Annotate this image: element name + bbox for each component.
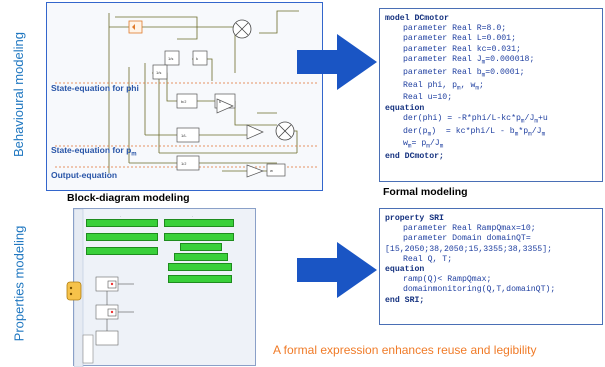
code-line: Real u=10; <box>403 93 453 103</box>
pp-green-block <box>180 243 222 251</box>
code-line: domainmonitoring(Q,T,domainQT); <box>403 285 556 295</box>
properties-wiring <box>74 209 134 367</box>
row-label-behavioural: Behavioural modeling <box>11 31 27 157</box>
code-line: equation <box>385 265 602 275</box>
arrow-right-icon <box>297 34 377 90</box>
label-output-equation: Output-equation <box>51 170 118 180</box>
code-keyword: end DCmotor; <box>385 152 444 162</box>
svg-text:1/s: 1/s <box>168 56 173 61</box>
code-line: equation <box>385 104 602 114</box>
code-line: parameter Real Jm=0.000018; <box>403 54 535 66</box>
code-keyword: model DCmotor <box>385 14 449 23</box>
pp-column-header: . <box>192 213 194 218</box>
code-keyword: end SRI; <box>385 295 425 305</box>
caption-formal-modeling: Formal modeling <box>383 186 468 198</box>
svg-text:k: k <box>196 56 198 61</box>
pp-green-block <box>86 233 158 241</box>
code-line: ramp(Q)< RampQmax; <box>403 275 492 285</box>
svg-text:k: k <box>219 99 221 104</box>
code-line: der(phi) = -R*phi/L-kc*pm/Jm+u <box>403 113 548 125</box>
svg-text:1/J: 1/J <box>181 161 186 166</box>
code-line: der(pm) = kc*phi/L - bm*pm/Jm <box>403 126 546 138</box>
block-diagram-drawing: 1/s k 1/s b/J k 1/L 1/J w <box>55 10 319 178</box>
code-line: parameter Real kc=0.031; <box>403 44 521 54</box>
code-line: end SRI; <box>385 296 602 306</box>
code-line: parameter Real bm=0.0001; <box>403 67 525 79</box>
code-line: property SRI <box>385 214 602 224</box>
label-state-equation-phi: State-equation for phi <box>51 83 139 93</box>
code-line: parameter Real L=0.001; <box>403 34 517 44</box>
tagline: A formal expression enhances reuse and l… <box>273 343 537 357</box>
svg-text:w: w <box>270 168 273 173</box>
code-keyword: equation <box>385 103 425 113</box>
pp-green-block <box>164 219 234 227</box>
code-line: end DCmotor; <box>385 152 602 162</box>
code-line: Real phi, pm, wm; <box>403 80 484 92</box>
code-line: parameter Domain domainQT= <box>403 234 531 244</box>
code-line: wm= pm/Jm <box>403 139 444 151</box>
pp-green-block <box>174 253 228 261</box>
code-line: model DCmotor <box>385 14 602 24</box>
pp-green-block <box>86 247 158 255</box>
code-keyword: property SRI <box>385 214 444 223</box>
svg-text:1/s: 1/s <box>156 70 161 75</box>
connector-icon <box>66 281 82 301</box>
block-diagram-panel: 1/s k 1/s b/J k 1/L 1/J w State-equation… <box>46 2 323 191</box>
code-line: Real Q, T; <box>403 254 453 264</box>
code-line: parameter Real RampQmax=10; <box>403 224 536 234</box>
svg-text:b/J: b/J <box>181 99 186 104</box>
label-state-equation-pm: State-equation for pm <box>51 145 137 158</box>
pp-green-block <box>86 219 158 227</box>
code-keyword: equation <box>385 265 425 275</box>
code-line: [15,2050;38,2050;15,3355;38,3355]; <box>385 244 553 254</box>
properties-diagram-panel: . . <box>73 208 256 367</box>
pp-green-block <box>164 233 234 241</box>
pp-green-block <box>168 263 232 271</box>
code-line: parameter Real R=8.0; <box>403 24 507 34</box>
pp-column-header: . <box>120 213 122 218</box>
svg-text:1/L: 1/L <box>181 133 187 138</box>
pp-green-block <box>168 275 232 283</box>
arrow-right-icon <box>297 242 377 298</box>
caption-block-diagram: Block-diagram modeling <box>67 192 190 204</box>
row-label-properties: Properties modeling <box>11 225 27 342</box>
